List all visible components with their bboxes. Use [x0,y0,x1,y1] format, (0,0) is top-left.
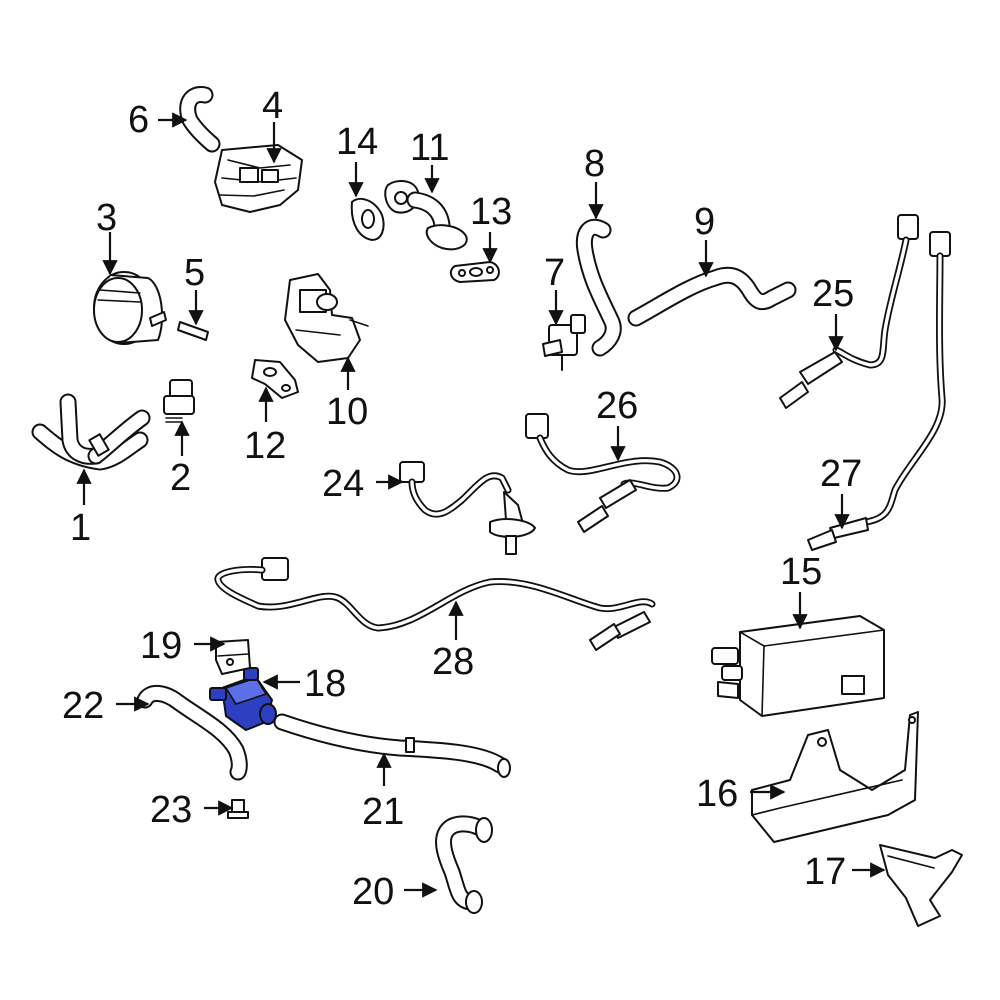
callout-11: 11 [410,127,449,169]
callout-26: 26 [596,385,638,427]
part-27-oxygen-sensor[interactable] [807,231,951,551]
callout-13: 13 [470,191,512,233]
part-2-valve[interactable] [163,379,195,423]
part-3-filter-canister[interactable] [93,271,167,345]
part-22-hose[interactable] [136,685,248,781]
part-28-oxygen-sensor[interactable] [214,557,656,651]
part-12-gasket-plate[interactable] [251,359,299,399]
callout-3: 3 [96,197,117,239]
part-20-hose-elbow[interactable] [435,815,493,914]
part-24-oxygen-sensor[interactable] [399,461,536,555]
callout-6: 6 [128,99,149,141]
part-7-solenoid[interactable] [542,314,586,371]
part-14-gasket[interactable] [350,197,385,241]
callout-16: 16 [696,773,738,815]
callout-7: 7 [544,252,565,294]
callout-14: 14 [336,121,378,163]
callout-21: 21 [362,791,404,833]
part-1-hose-assembly[interactable] [31,393,151,471]
callout-19: 19 [140,625,182,667]
callout-1: 1 [70,507,91,549]
callout-12: 12 [244,425,286,467]
part-4-valve-bracket[interactable] [214,144,303,213]
callout-24: 24 [322,463,364,505]
callout-8: 8 [584,143,605,185]
leader-arrows [76,112,886,898]
part-18-purge-valve[interactable] [209,667,277,731]
callout-28: 28 [432,641,474,683]
callout-9: 9 [694,201,715,243]
part-26-oxygen-sensor[interactable] [525,413,681,533]
part-8-hose[interactable] [575,218,622,357]
part-6-hose[interactable] [179,86,221,153]
callout-18: 18 [304,663,346,705]
callout-labels: 1 2 3 4 5 6 7 8 9 10 11 12 13 14 15 16 1… [62,85,862,913]
callout-25: 25 [812,273,854,315]
callout-17: 17 [804,851,846,893]
part-10-egr-valve[interactable] [284,273,369,363]
part-21-hose[interactable] [273,713,511,778]
callout-23: 23 [150,789,192,831]
part-11-egr-pipe[interactable] [384,179,468,251]
callout-22: 22 [62,685,104,727]
callout-10: 10 [326,391,368,433]
part-16-canister-bracket[interactable] [751,711,919,843]
part-15-vapor-canister[interactable] [711,615,885,717]
callout-15: 15 [780,551,822,593]
part-17-shield[interactable] [879,844,963,927]
part-13-gasket[interactable] [449,261,500,283]
callout-2: 2 [170,457,191,499]
part-25-oxygen-sensor[interactable] [779,214,919,409]
callout-27: 27 [820,453,862,495]
callout-4: 4 [262,85,283,127]
callout-20: 20 [352,871,394,913]
callout-5: 5 [184,252,205,294]
part-5-pin[interactable] [177,321,209,341]
part-9-pipe[interactable] [627,266,797,327]
